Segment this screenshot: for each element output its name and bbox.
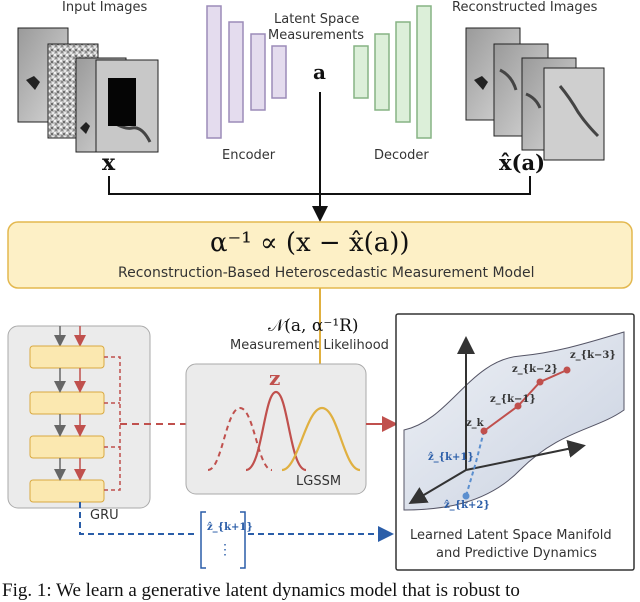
gru-cell-2 — [29, 391, 105, 415]
point-z-km3 — [563, 366, 571, 374]
gru-box — [7, 325, 151, 509]
gru-cell-4 — [29, 479, 105, 503]
reconstructed-image-4 — [543, 67, 605, 161]
latent-space-label: Latent Space — [274, 12, 360, 27]
vector-left-bracket — [200, 511, 206, 569]
lgssm-label: LGSSM — [296, 474, 342, 489]
manifold-surface — [403, 331, 625, 511]
likelihood-formula: 𝒩(a, α⁻¹R) — [268, 316, 359, 336]
input-images-stack — [17, 27, 159, 153]
point-z-k — [480, 427, 488, 435]
var-xhat: x̂(a) — [499, 150, 545, 175]
var-a: a — [313, 60, 326, 84]
lgssm-box — [185, 363, 367, 495]
occlusion-block — [108, 78, 136, 126]
axis-y — [465, 440, 586, 471]
posterior-red-curve — [245, 390, 307, 472]
input-image-4-occluded — [95, 59, 159, 153]
vector-dots: ⋮ — [218, 542, 232, 558]
decoder-layer-1 — [353, 45, 369, 99]
label-z-km2: z_{k−2} — [512, 364, 558, 375]
vector-right-bracket — [240, 511, 246, 569]
label-z-k: z_k — [466, 418, 484, 429]
encoder-layer-3 — [250, 33, 266, 111]
axis-x — [408, 469, 467, 505]
trajectory-predicted — [465, 430, 485, 497]
vector-top-entry: ẑ_{k+1} — [207, 522, 253, 533]
label-zhat-k1: ẑ_{k+1} — [428, 452, 474, 463]
reconstructed-images-stack — [465, 27, 605, 161]
gru-label: GRU — [90, 508, 119, 523]
encoder-layer-2 — [228, 21, 244, 123]
gru-cell-1 — [29, 345, 105, 369]
encoder-label: Encoder — [222, 148, 276, 163]
encoder-layer-1 — [206, 5, 222, 139]
label-z-km1: z_{k−1} — [490, 394, 536, 405]
gru-cell-3 — [29, 435, 105, 459]
manifold-caption-line1: Learned Latent Space Manifold — [410, 528, 612, 543]
trajectory-past — [483, 369, 568, 432]
model-formula: α⁻¹ ∝ (x − x̂(a)) — [210, 228, 410, 258]
input-images-label: Input Images — [62, 0, 148, 15]
label-z-km3: z_{k−3} — [570, 350, 616, 361]
z-label: z — [269, 366, 281, 390]
decoder-layer-4 — [416, 5, 432, 139]
model-name: Reconstruction-Based Heteroscedastic Mea… — [118, 265, 535, 281]
decoder-label: Decoder — [374, 148, 429, 163]
point-z-km1 — [514, 402, 522, 410]
var-x: x — [102, 150, 116, 176]
manifold-box — [395, 313, 635, 571]
likelihood-label: Measurement Likelihood — [230, 338, 389, 353]
likelihood-gold-curve — [281, 406, 361, 472]
gru-output-path — [79, 502, 196, 535]
measurements-label: Measurements — [268, 28, 365, 43]
label-zhat-k2: ẑ_{k+2} — [444, 500, 490, 511]
figure-caption: Fig. 1: We learn a generative latent dyn… — [2, 580, 520, 601]
manifold-caption-line2: and Predictive Dynamics — [436, 546, 597, 561]
decoder-layer-2 — [374, 33, 390, 111]
encoder — [206, 5, 287, 139]
prior-dashed-curve — [207, 406, 273, 471]
reconstructed-images-label: Reconstructed Images — [452, 0, 598, 15]
point-zhat-k2 — [462, 492, 470, 500]
encoder-layer-4 — [271, 45, 287, 99]
decoder-layer-3 — [395, 21, 411, 123]
point-z-km2 — [536, 378, 544, 386]
decoder — [353, 5, 432, 139]
